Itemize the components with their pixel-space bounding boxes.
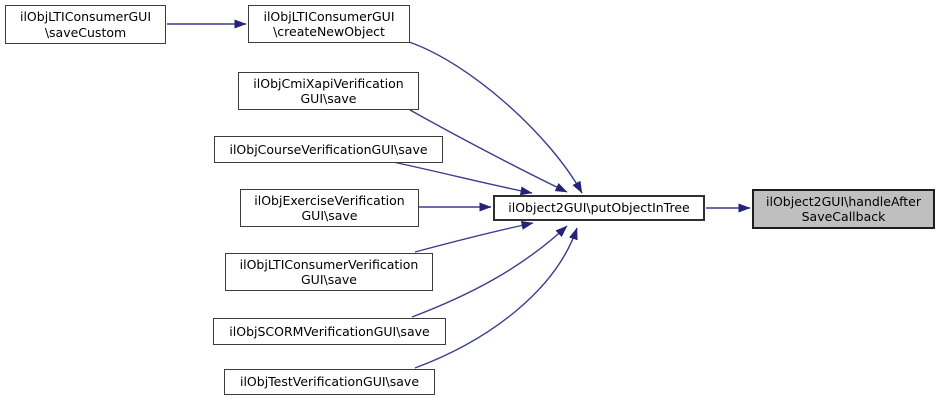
edge-scorm-verification-gui-save-to-object2gui-put-object-in-tree bbox=[411, 225, 568, 318]
edge-lti-consumer-verification-gui-save-to-object2gui-put-object-in-tree bbox=[414, 220, 534, 253]
node-label: GUI\save bbox=[301, 272, 357, 287]
node-label: GUI\save bbox=[301, 208, 358, 223]
node-lti-consumer-gui-create-new-object[interactable]: ilObjLTIConsumerGUI\createNewObject bbox=[248, 5, 410, 43]
node-label: ilObjTestVerificationGUI\save bbox=[239, 374, 420, 390]
node-scorm-verification-gui-save[interactable]: ilObjSCORMVerificationGUI\save bbox=[213, 318, 446, 345]
node-label: ilObjCmiXapiVerification bbox=[253, 75, 404, 91]
node-label: \createNewObject bbox=[273, 24, 385, 39]
node-course-verification-gui-save[interactable]: ilObjCourseVerificationGUI\save bbox=[214, 136, 443, 163]
node-label: ilObjLTIConsumerGUI bbox=[263, 8, 395, 24]
node-label: ilObjLTIConsumerGUI bbox=[19, 9, 152, 24]
node-test-verification-gui-save[interactable]: ilObjTestVerificationGUI\save bbox=[224, 369, 435, 395]
node-label: \saveCustom bbox=[44, 24, 127, 40]
node-object2gui-put-object-in-tree[interactable]: ilObject2GUI\putObjectInTree bbox=[493, 195, 705, 221]
node-label: ilObjCourseVerificationGUI\save bbox=[229, 141, 428, 157]
edge-lti-consumer-gui-create-new-object-to-object2gui-put-object-in-tree bbox=[408, 41, 583, 194]
node-label: ilObjLTIConsumerVerification bbox=[239, 256, 419, 272]
node-label: ilObjSCORMVerificationGUI\save bbox=[229, 323, 430, 339]
node-label: ilObjExerciseVerification bbox=[254, 192, 405, 208]
edge-test-verification-gui-save-to-object2gui-put-object-in-tree bbox=[414, 227, 578, 369]
node-label: ilObject2GUI\putObjectInTree bbox=[508, 200, 690, 216]
node-label: ilObject2GUI\handleAfter bbox=[766, 193, 921, 209]
node-lti-consumer-gui-save-custom[interactable]: ilObjLTIConsumerGUI\saveCustom bbox=[5, 5, 166, 44]
node-label: GUI\save bbox=[300, 91, 357, 106]
node-label: SaveCallback bbox=[801, 209, 886, 224]
